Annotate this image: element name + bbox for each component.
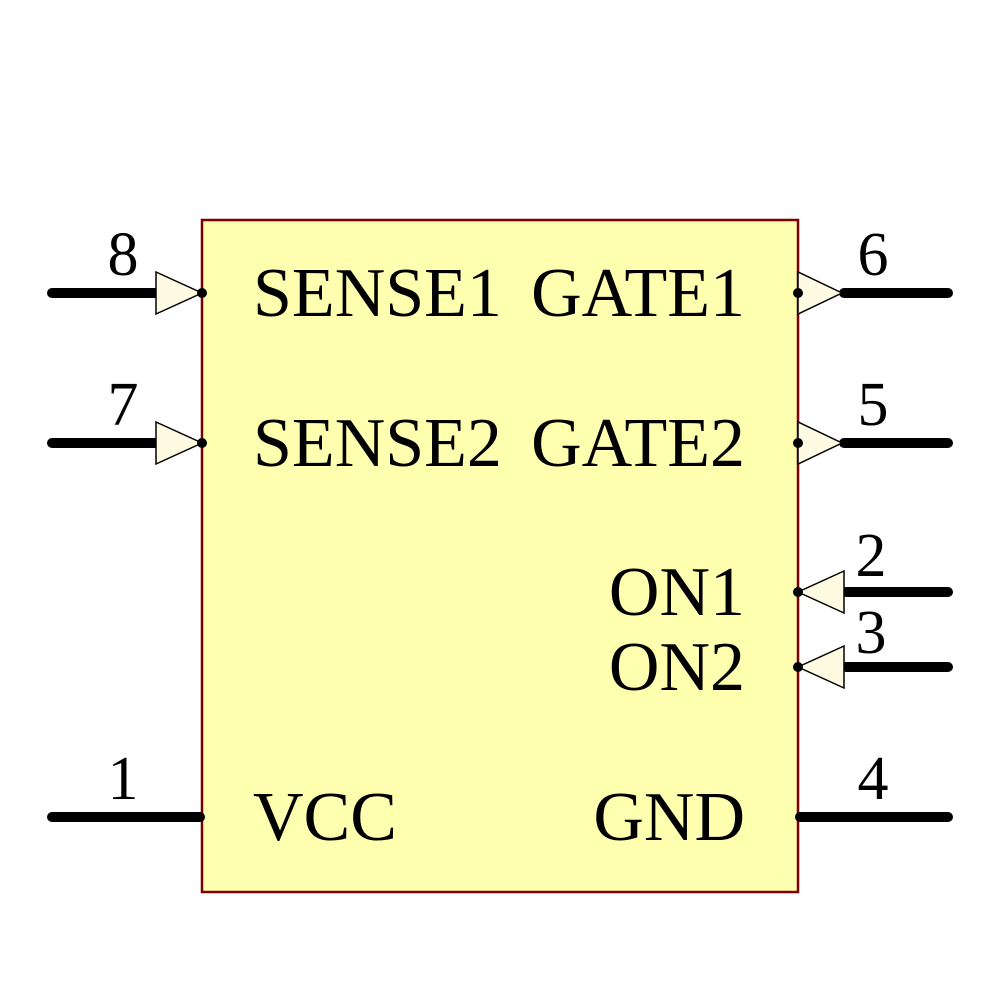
pin-8-number: 8 — [108, 221, 139, 289]
pin-6-output-arrow-icon[interactable] — [797, 270, 844, 316]
pin-8-input-arrow-icon[interactable] — [155, 270, 204, 316]
pin-8-dot — [197, 288, 207, 298]
pin-label-gate2: GATE2 — [531, 405, 745, 482]
pin-connection-dots — [197, 288, 803, 672]
pin-6-number: 6 — [858, 221, 889, 289]
pin-2-dot — [793, 587, 803, 597]
pin-5-number: 5 — [858, 371, 889, 439]
pin-5-output-arrow-icon[interactable] — [797, 420, 844, 466]
pin-numbers: 8 7 1 6 5 2 3 4 — [108, 221, 889, 813]
pin-1-number: 1 — [108, 745, 139, 813]
pin-label-gnd: GND — [593, 779, 745, 856]
pin-lines — [47, 288, 953, 822]
pin-5-dot — [793, 438, 803, 448]
pin-2-input-arrow-icon[interactable] — [796, 569, 845, 615]
pin-arrows — [155, 270, 845, 690]
pin-3-dot — [793, 662, 803, 672]
pin-3-number: 3 — [856, 599, 887, 667]
pin-label-on2: ON2 — [609, 629, 745, 706]
pin-7-input-arrow-icon[interactable] — [155, 420, 204, 466]
pin-label-on1: ON1 — [609, 554, 745, 631]
pin-label-vcc: VCC — [253, 779, 397, 856]
pin-2-number: 2 — [856, 522, 887, 590]
pin-4-number: 4 — [858, 745, 889, 813]
pin-labels: SENSE1 GATE1 SENSE2 GATE2 ON1 ON2 VCC GN… — [253, 255, 745, 856]
pin-3-input-arrow-icon[interactable] — [796, 644, 845, 690]
component-body[interactable] — [200, 218, 800, 894]
pin-6-dot — [793, 288, 803, 298]
pin-7-dot — [197, 438, 207, 448]
pin-label-gate1: GATE1 — [531, 255, 745, 332]
pin-label-sense2: SENSE2 — [253, 405, 502, 482]
pin-7-number: 7 — [108, 371, 139, 439]
pin-label-sense1: SENSE1 — [253, 255, 502, 332]
